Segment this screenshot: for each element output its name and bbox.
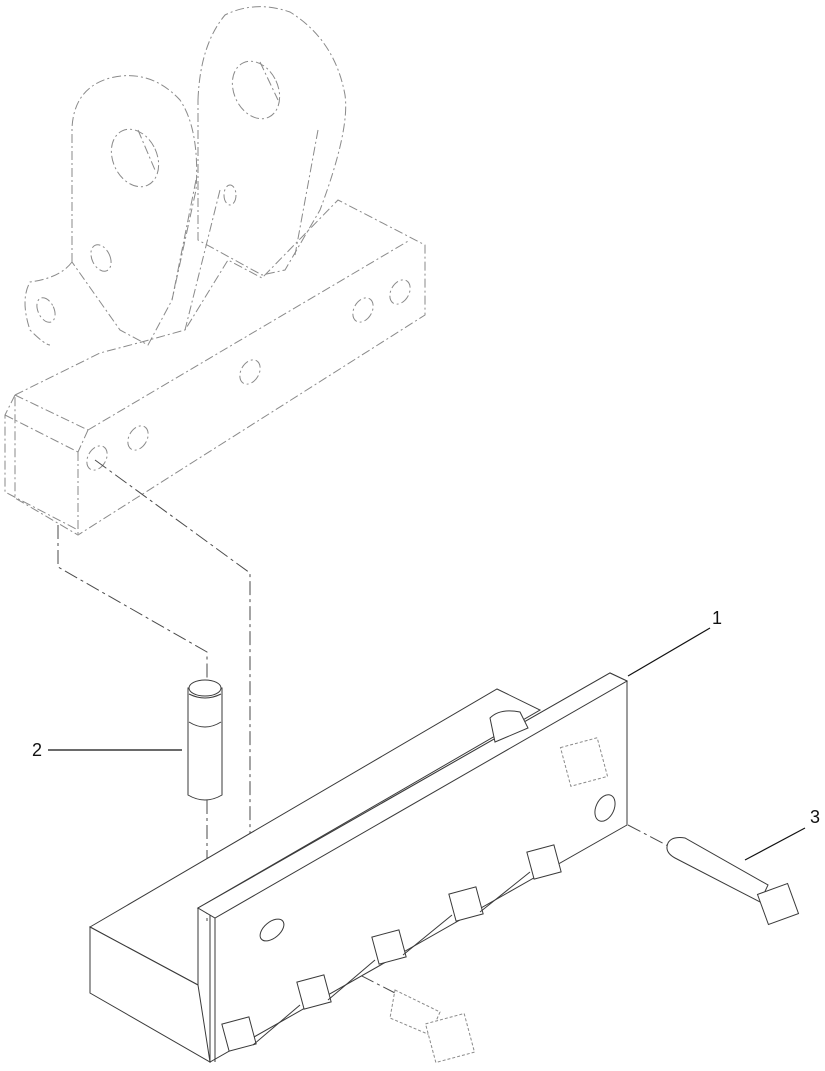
leader-line-1 [627,627,711,677]
callout-2: 2 [32,740,43,760]
callout-3: 3 [810,807,821,827]
leader-line-3 [744,827,806,861]
phantom-yoke-assembly [4,6,426,536]
bracket-part-1 [88,672,629,1064]
bolt-part-3 [666,837,800,926]
bolt-heads [221,844,562,1052]
pin-part-2 [187,679,223,801]
callout-1: 1 [712,608,723,628]
